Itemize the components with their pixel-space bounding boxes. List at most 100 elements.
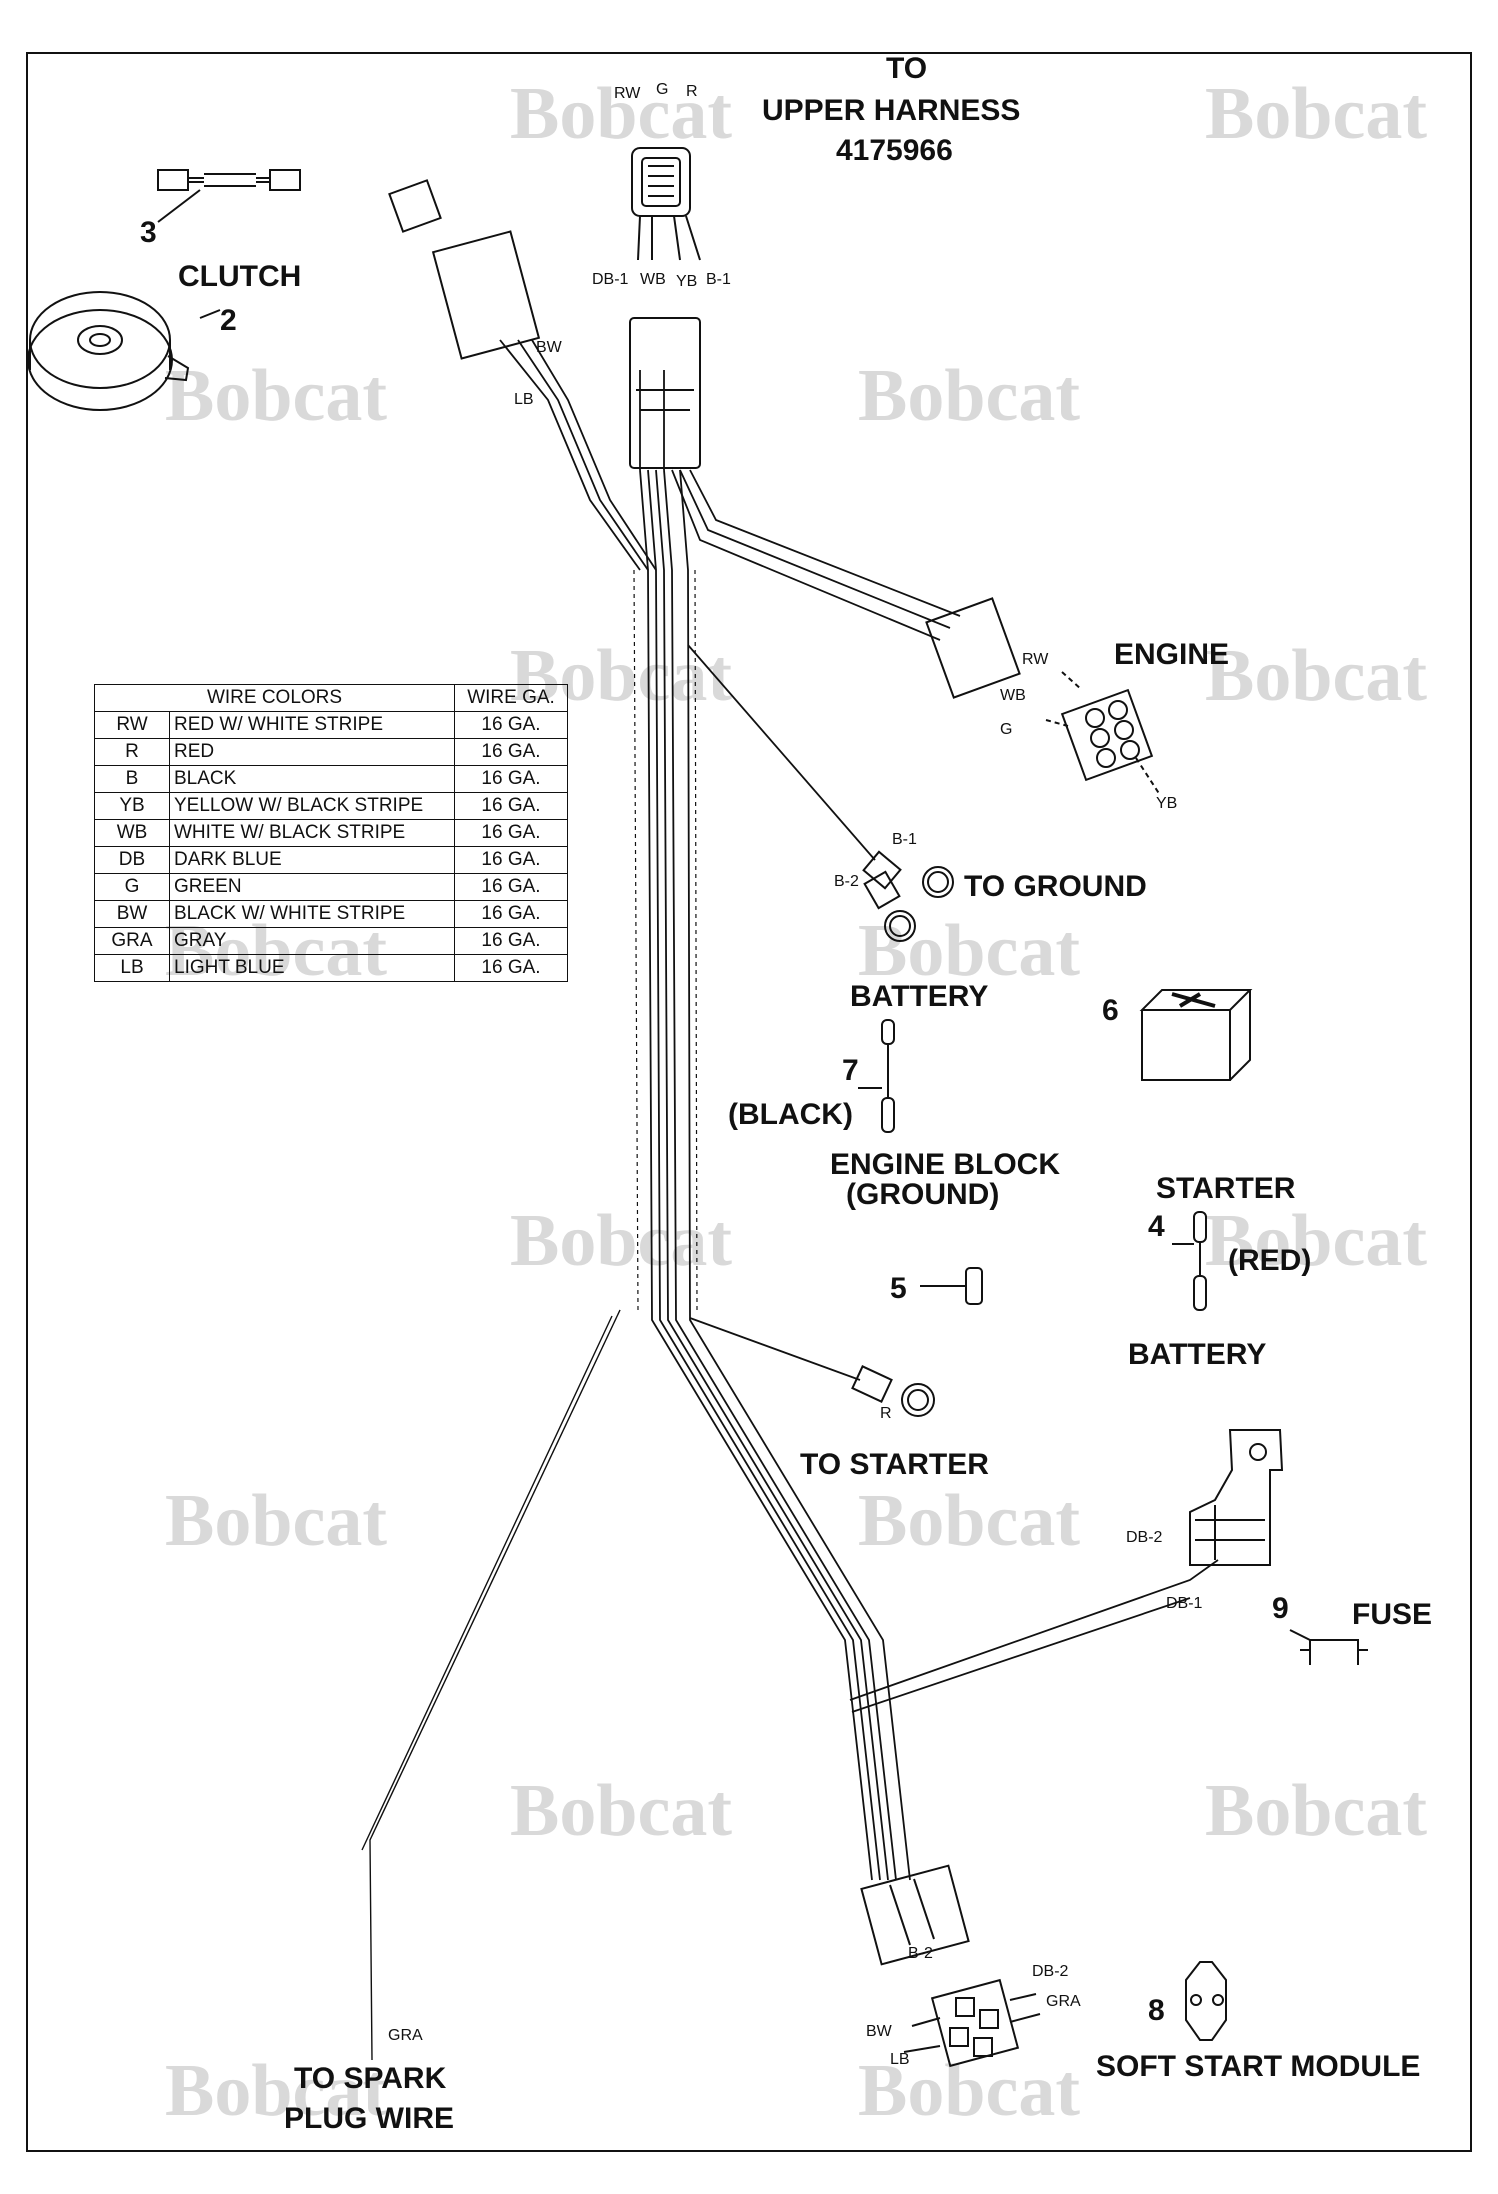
wire-gauge: 16 GA. bbox=[454, 792, 568, 820]
tag-yb: YB bbox=[676, 273, 697, 290]
item-number-2: 2 bbox=[220, 304, 237, 337]
wire-color: YELLOW W/ BLACK STRIPE bbox=[169, 792, 455, 820]
tag-b1: B-1 bbox=[706, 271, 731, 288]
tag-starter-r: R bbox=[880, 1405, 892, 1422]
to-starter-label: TO STARTER bbox=[800, 1448, 989, 1481]
wire-color: RED bbox=[169, 738, 455, 766]
battery-cable-black bbox=[858, 1019, 895, 1133]
table-row: DB DARK BLUE 16 GA. bbox=[94, 846, 568, 874]
tag-ssm-bw: BW bbox=[866, 2023, 893, 2040]
battery-label-top: BATTERY bbox=[850, 980, 988, 1013]
tag-fuse-db1: DB-1 bbox=[1166, 1595, 1203, 1612]
wire-code: DB bbox=[94, 846, 170, 874]
starter-branch bbox=[689, 1317, 861, 1381]
clutch-branch bbox=[499, 339, 657, 571]
watermark: Bobcat bbox=[1205, 73, 1427, 155]
watermark: Bobcat bbox=[165, 355, 387, 437]
tag-rw: RW bbox=[614, 85, 641, 102]
fuse-branch bbox=[849, 1559, 1219, 1713]
fuse-holder bbox=[1189, 1429, 1284, 1566]
wire-code: RW bbox=[94, 711, 170, 739]
item-number-7: 7 bbox=[842, 1054, 859, 1087]
wire-gauge: 16 GA. bbox=[454, 927, 568, 955]
main-harness-trunk bbox=[633, 469, 911, 1881]
wire-color: DARK BLUE bbox=[169, 846, 455, 874]
watermark: Bobcat bbox=[510, 73, 732, 155]
wire-color: GREEN bbox=[169, 873, 455, 901]
tag-spark-gra: GRA bbox=[388, 2027, 423, 2044]
watermark: Bobcat bbox=[858, 1480, 1080, 1562]
wire-gauge: 16 GA. bbox=[454, 900, 568, 928]
item-number-8: 8 bbox=[1148, 1994, 1165, 2027]
wire-code: WB bbox=[94, 819, 170, 847]
wire-code: B bbox=[94, 765, 170, 793]
table-row: B BLACK 16 GA. bbox=[94, 765, 568, 793]
wire-gauge: 16 GA. bbox=[454, 765, 568, 793]
to-upper-harness-line1: TO bbox=[886, 52, 927, 85]
header-wire-colors: WIRE COLORS bbox=[94, 684, 455, 712]
tag-g: G bbox=[656, 81, 668, 98]
wire-gauge: 16 GA. bbox=[454, 711, 568, 739]
spark-plug-branch bbox=[361, 1309, 621, 2061]
tag-engine-wb: WB bbox=[1000, 687, 1026, 704]
part5-plug bbox=[920, 1267, 983, 1305]
wire-code: R bbox=[94, 738, 170, 766]
starter-terminal bbox=[851, 1365, 935, 1417]
table-row: RW RED W/ WHITE STRIPE 16 GA. bbox=[94, 711, 568, 739]
soft-start-module-icon bbox=[1185, 1961, 1227, 2041]
tag-r: R bbox=[686, 83, 698, 100]
watermark: Bobcat bbox=[858, 355, 1080, 437]
table-row: LB LIGHT BLUE 16 GA. bbox=[94, 954, 568, 982]
item-number-9: 9 bbox=[1272, 1592, 1289, 1625]
item-number-4: 4 bbox=[1148, 1210, 1165, 1243]
to-spark-plug-line1: TO SPARK bbox=[294, 2062, 447, 2095]
wire-code: G bbox=[94, 873, 170, 901]
engine-block-label: ENGINE BLOCK bbox=[830, 1148, 1060, 1181]
watermark: Bobcat bbox=[165, 1480, 387, 1562]
clutch-icon bbox=[27, 291, 190, 411]
ground-paren-label: (GROUND) bbox=[846, 1178, 999, 1211]
table-header-row: WIRE COLORS WIRE GA. bbox=[94, 684, 568, 712]
wire-code: YB bbox=[94, 792, 170, 820]
wire-color: GRAY bbox=[169, 927, 455, 955]
table-row: R RED 16 GA. bbox=[94, 738, 568, 766]
item-numbers: 3 2 6 7 4 5 9 8 bbox=[140, 216, 1289, 2027]
wire-code: LB bbox=[94, 954, 170, 982]
engine-label: ENGINE bbox=[1114, 638, 1229, 671]
tag-fuse-db2: DB-2 bbox=[1126, 1529, 1163, 1546]
tag-db1: DB-1 bbox=[592, 271, 629, 288]
watermark: Bobcat bbox=[510, 1200, 732, 1282]
red-label: (RED) bbox=[1228, 1244, 1311, 1277]
fuse-label: FUSE bbox=[1352, 1598, 1432, 1631]
tag-ground-b2: B-2 bbox=[834, 873, 859, 890]
clutch-connector bbox=[388, 179, 541, 360]
starter-cable-red bbox=[1172, 1211, 1207, 1311]
wire-code: BW bbox=[94, 900, 170, 928]
engine-connector bbox=[925, 597, 1161, 796]
watermark: Bobcat bbox=[858, 2050, 1080, 2132]
spark-plug-branch-dash bbox=[369, 1309, 621, 1841]
wire-color: LIGHT BLUE bbox=[169, 954, 455, 982]
wire-color: BLACK W/ WHITE STRIPE bbox=[169, 900, 455, 928]
starter-label: STARTER bbox=[1156, 1172, 1296, 1205]
leader-clutch bbox=[199, 309, 221, 319]
upper-harness-connector bbox=[629, 147, 701, 469]
to-spark-plug-line2: PLUG WIRE bbox=[284, 2102, 454, 2135]
wire-color: WHITE W/ BLACK STRIPE bbox=[169, 819, 455, 847]
to-upper-harness-line3: 4175966 bbox=[836, 134, 953, 167]
wire-gauge: 16 GA. bbox=[454, 738, 568, 766]
item-number-6: 6 bbox=[1102, 994, 1119, 1027]
wire-gauge: 16 GA. bbox=[454, 846, 568, 874]
ground-terminals bbox=[862, 850, 954, 942]
wire-color: BLACK bbox=[169, 765, 455, 793]
tag-ssm-gra: GRA bbox=[1046, 1993, 1081, 2010]
soft-start-plug bbox=[903, 1978, 1041, 2068]
clutch-label: CLUTCH bbox=[178, 260, 301, 293]
to-ground-label: TO GROUND bbox=[964, 870, 1147, 903]
item-number-5: 5 bbox=[890, 1272, 907, 1305]
wire-gauge: 16 GA. bbox=[454, 819, 568, 847]
tag-ssm-lb: LB bbox=[890, 2051, 910, 2068]
watermark: Bobcat bbox=[1205, 635, 1427, 717]
callouts: TO UPPER HARNESS 4175966 CLUTCH ENGINE T… bbox=[178, 52, 1432, 2135]
